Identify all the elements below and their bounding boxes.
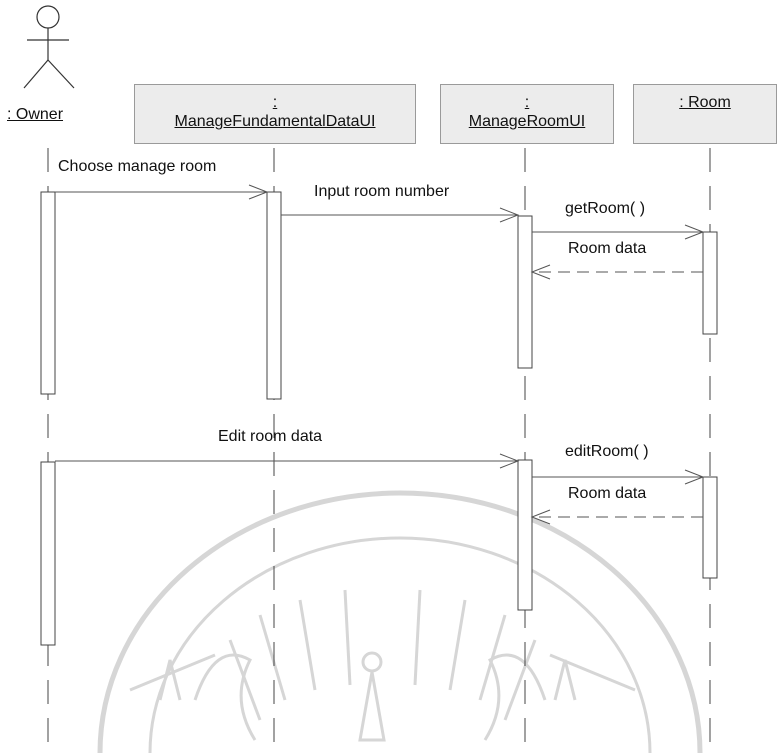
message-label-choose-manage-room: Choose manage room — [58, 158, 217, 175]
message-label-room-data-2: Room data — [568, 485, 647, 502]
lifeline-box-manage-fundamental-data-ui: : ManageFundamentalDataUI — [134, 84, 416, 144]
activation-mroom-1 — [517, 215, 533, 369]
lifeline-box-manage-room-ui: : ManageRoomUI — [440, 84, 614, 144]
activation-mroom-2 — [517, 459, 533, 611]
object-name: ManageFundamentalDataUI — [174, 113, 376, 130]
arrowhead-icon — [684, 469, 705, 485]
object-name: : Room — [679, 94, 731, 111]
message-label-edit-room: editRoom( ) — [565, 443, 649, 460]
lifeline-box-room: : Room — [633, 84, 777, 144]
message-label-edit-room-data: Edit room data — [218, 428, 323, 445]
activation-owner-1 — [40, 191, 56, 395]
actor-owner-label: : Owner — [7, 106, 64, 123]
activation-mfd-1 — [266, 191, 282, 400]
arrowhead-icon — [248, 184, 269, 200]
object-prefix: : — [524, 94, 530, 111]
message-label-get-room: getRoom( ) — [565, 200, 646, 217]
university-seal-watermark — [97, 490, 703, 753]
object-prefix: : — [272, 94, 278, 111]
activation-room-1 — [702, 231, 718, 335]
arrowhead-icon — [530, 509, 551, 525]
object-name: ManageRoomUI — [468, 113, 586, 130]
message-label-room-data-1: Room data — [568, 240, 647, 257]
arrowhead-icon — [499, 453, 520, 469]
activation-owner-2 — [40, 461, 56, 646]
activation-room-2 — [702, 476, 718, 579]
arrowhead-icon — [684, 224, 705, 240]
message-label-input-room-number: Input room number — [314, 183, 450, 200]
actor-icon — [23, 5, 75, 89]
arrowhead-icon — [530, 264, 551, 280]
arrowhead-icon — [499, 207, 520, 223]
